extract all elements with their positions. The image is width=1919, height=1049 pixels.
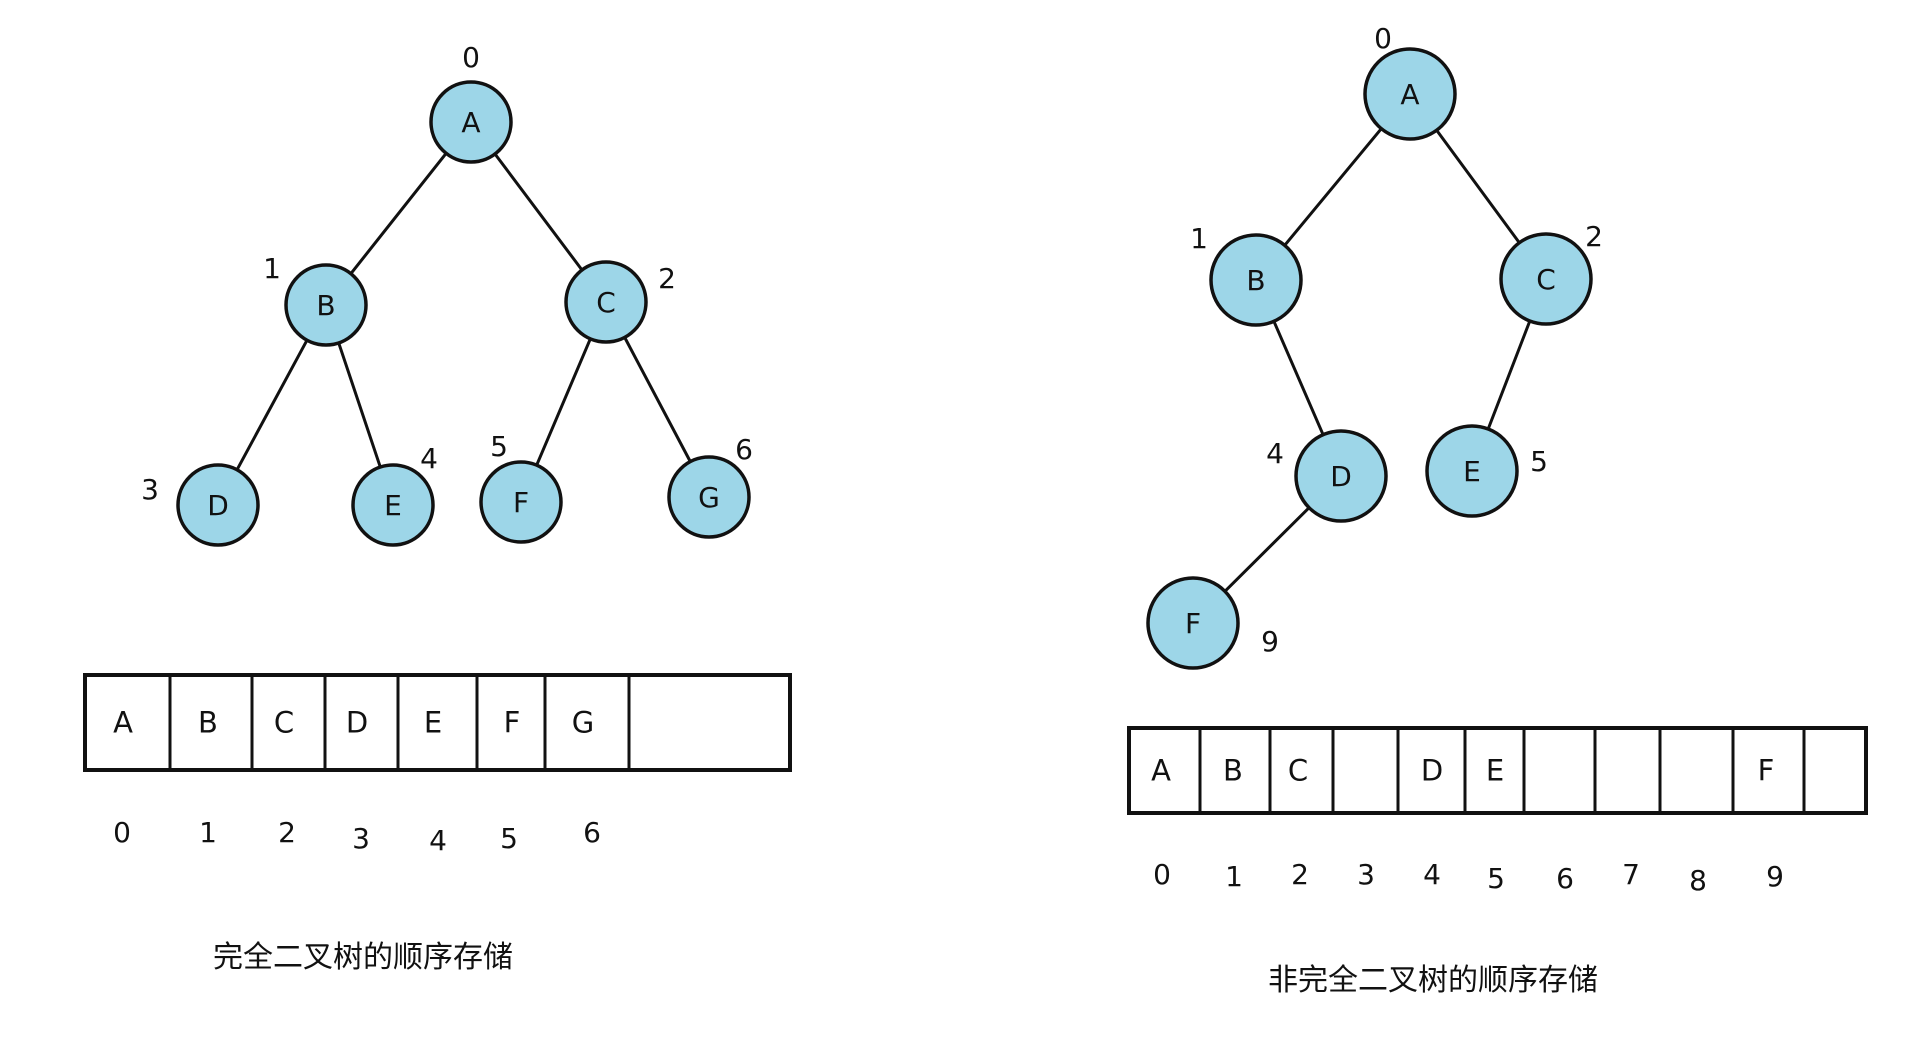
- node-index-e: 5: [1530, 445, 1548, 478]
- array-outline: [83, 673, 792, 772]
- node-c: [564, 260, 648, 344]
- incomplete-tree-array: A B C D E F 0 1 2 3 4 5 6 7 8 9: [1127, 726, 1868, 897]
- node-label-f: F: [513, 486, 529, 519]
- array-index-7: 7: [1622, 858, 1640, 891]
- node-label-b: B: [1246, 264, 1265, 297]
- array-index-8: 8: [1689, 864, 1707, 897]
- node-index-f: 5: [490, 430, 508, 463]
- node-label-g: G: [698, 481, 720, 514]
- node-b: [1209, 233, 1303, 327]
- edge-a-c: [493, 152, 584, 272]
- array-cell-2: C: [1288, 754, 1308, 788]
- node-index-e: 4: [420, 442, 438, 475]
- node-b: [284, 263, 368, 347]
- array-index-0: 0: [113, 816, 131, 849]
- node-index-a: 0: [1374, 22, 1392, 55]
- array-cell-0: A: [113, 706, 133, 740]
- array-index-4: 4: [1423, 858, 1441, 891]
- edge-b-d: [235, 338, 309, 472]
- node-label-e: E: [1463, 455, 1481, 488]
- node-e: [1425, 424, 1519, 518]
- node-index-a: 0: [462, 41, 480, 74]
- array-index-6: 6: [1556, 862, 1574, 895]
- caption-incomplete-tree: 非完全二叉树的顺序存储: [1268, 963, 1598, 998]
- complete-tree-array: A B C D E F G 0 1 2 3 4 5 6: [83, 673, 792, 857]
- edge-a-b: [349, 151, 448, 276]
- array-cell-6: G: [572, 706, 594, 740]
- edge-c-g: [623, 335, 692, 464]
- node-g: [667, 455, 751, 539]
- array-index-3: 3: [1357, 858, 1375, 891]
- array-cell-4: D: [1421, 754, 1443, 788]
- node-a: [429, 80, 513, 164]
- array-cell-3: D: [346, 706, 368, 740]
- edge-c-e: [1486, 319, 1532, 431]
- array-cell-4: E: [424, 706, 442, 740]
- caption-complete-tree: 完全二叉树的顺序存储: [213, 940, 513, 975]
- node-label-d: D: [207, 489, 229, 522]
- array-cell-0: A: [1151, 754, 1171, 788]
- array-cell-9: F: [1758, 754, 1775, 788]
- node-d: [1294, 429, 1388, 523]
- array-index-6: 6: [583, 816, 601, 849]
- array-index-2: 2: [1291, 858, 1309, 891]
- array-cell-2: C: [274, 706, 294, 740]
- edge-b-d: [1272, 319, 1325, 437]
- edge-d-f: [1223, 506, 1311, 593]
- array-cell-5: E: [1486, 754, 1504, 788]
- edge-b-e: [337, 341, 382, 469]
- array-index-3: 3: [352, 822, 370, 855]
- array-cell-1: B: [1223, 754, 1243, 788]
- array-cell-5: F: [504, 706, 521, 740]
- node-index-g: 6: [735, 433, 753, 466]
- node-label-e: E: [384, 489, 402, 522]
- array-index-4: 4: [429, 824, 447, 857]
- node-f: [1146, 576, 1240, 670]
- array-outline: [1127, 726, 1868, 815]
- node-index-d: 4: [1266, 437, 1284, 470]
- node-d: [176, 463, 260, 547]
- array-cell-1: B: [198, 706, 218, 740]
- edge-a-b: [1283, 127, 1383, 247]
- node-label-b: B: [316, 289, 335, 322]
- node-index-b: 1: [263, 252, 281, 285]
- array-index-1: 1: [199, 816, 217, 849]
- node-label-a: A: [461, 106, 480, 139]
- array-index-0: 0: [1153, 858, 1171, 891]
- node-label-c: C: [1536, 263, 1556, 296]
- array-index-5: 5: [500, 822, 518, 855]
- edge-c-f: [535, 337, 592, 467]
- array-index-5: 5: [1487, 862, 1505, 895]
- node-e: [351, 463, 435, 547]
- array-index-1: 1: [1225, 860, 1243, 893]
- node-label-d: D: [1330, 460, 1352, 493]
- array-index-9: 9: [1766, 860, 1784, 893]
- node-index-f: 9: [1261, 625, 1279, 658]
- node-f: [479, 460, 563, 544]
- node-label-c: C: [596, 286, 616, 319]
- node-index-c: 2: [1585, 220, 1603, 253]
- node-c: [1499, 232, 1593, 326]
- node-index-b: 1: [1190, 222, 1208, 255]
- edge-a-c: [1435, 128, 1521, 245]
- array-index-2: 2: [278, 816, 296, 849]
- node-label-a: A: [1400, 78, 1419, 111]
- node-index-c: 2: [658, 262, 676, 295]
- node-index-d: 3: [141, 473, 159, 506]
- node-label-f: F: [1185, 607, 1201, 640]
- node-a: [1363, 47, 1457, 141]
